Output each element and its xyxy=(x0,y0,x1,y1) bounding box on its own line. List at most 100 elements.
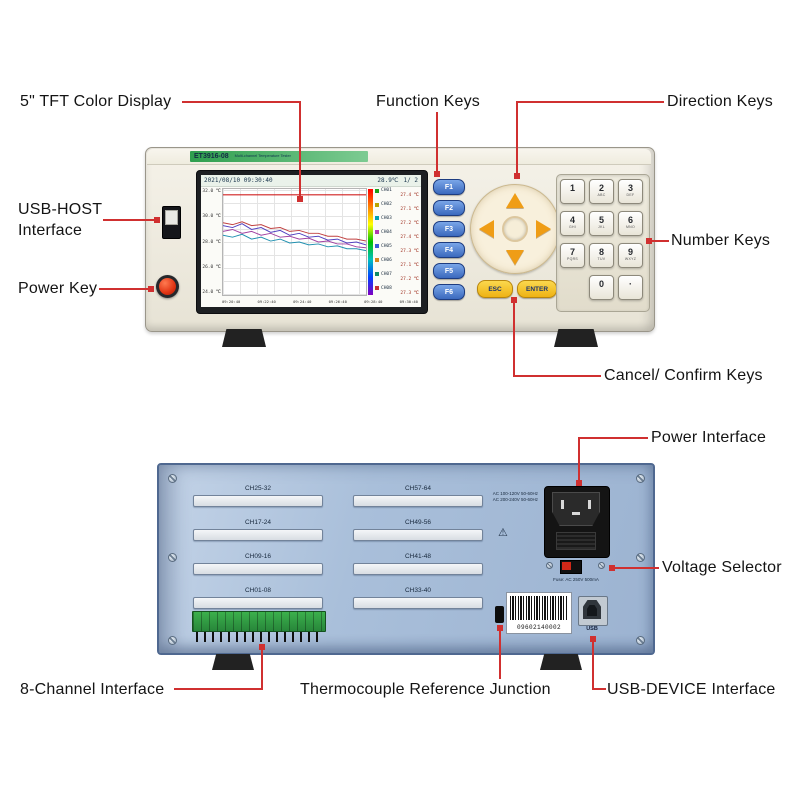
fuse-rating-text: Fuse: AC 250V 500mA xyxy=(553,577,599,582)
serial-number: 09602140002 xyxy=(516,624,561,631)
key-letters: MNO xyxy=(625,225,636,229)
plot-y-axis: 32.0 ℃ 30.0 ℃ 28.0 ℃ 26.0 ℃ 24.0 ℃ xyxy=(201,187,222,297)
key-letters: PQRS xyxy=(566,257,579,261)
slot-label: CH09-16 xyxy=(244,553,271,560)
connector-line xyxy=(513,375,601,377)
channel-readout: CH03 27.2 ℃ xyxy=(375,216,419,226)
key-digit: 4 xyxy=(569,215,575,225)
channel-name: CH07 xyxy=(381,271,392,277)
screw xyxy=(636,636,645,645)
connector-line xyxy=(578,437,580,482)
screw xyxy=(168,553,177,562)
connector-line xyxy=(516,101,518,174)
channel-color-swatch xyxy=(375,286,379,291)
arrow-up-key xyxy=(506,193,524,208)
channel-value: 27.2 ℃ xyxy=(400,221,419,227)
model-label-strip: ET3916-08 Multi-channel Temperature Test… xyxy=(190,151,368,162)
tft-display: 2021/08/10 09:30:40 28.9℃ 1/ 2 32.0 ℃ 30… xyxy=(201,175,421,307)
connector-line xyxy=(299,101,301,197)
connector-endpoint xyxy=(609,565,615,571)
key-letters: ABC xyxy=(597,193,606,197)
key-letters: TUV xyxy=(597,257,606,261)
temperature-trend-plot xyxy=(222,188,367,296)
channel-readout: CH07 27.2 ℃ xyxy=(375,272,419,282)
usb-b-connector-inner xyxy=(587,605,597,616)
label-power-interface: Power Interface xyxy=(651,429,767,446)
connector-endpoint xyxy=(297,196,303,202)
x-tick: 09:30:40 xyxy=(399,299,418,304)
connector-endpoint xyxy=(576,480,582,486)
x-tick: 09:28:40 xyxy=(364,299,383,304)
connector-endpoint xyxy=(259,644,265,650)
ac-pin xyxy=(572,512,580,515)
label-cancel-confirm: Cancel/ Confirm Keys xyxy=(604,367,763,384)
screw xyxy=(546,562,553,569)
key-digit: 9 xyxy=(627,247,633,257)
label-power-key: Power Key xyxy=(18,280,98,297)
back-foot-left xyxy=(212,654,254,670)
front-foot-left xyxy=(222,329,266,347)
connector-endpoint xyxy=(154,217,160,223)
channel-color-swatch xyxy=(375,258,379,263)
y-tick: 30.0 ℃ xyxy=(202,214,221,220)
screw xyxy=(168,474,177,483)
key-digit: 7 xyxy=(569,247,575,257)
connector-line xyxy=(182,101,301,103)
function-key-f4: F4 xyxy=(433,242,465,258)
ac-pin xyxy=(588,500,591,509)
direction-key-pad xyxy=(470,184,560,274)
function-key-f1: F1 xyxy=(433,179,465,195)
power-key-button xyxy=(159,278,176,295)
blank-slot-plate xyxy=(353,597,483,609)
connector-line xyxy=(261,650,263,690)
display-timestamp: 2021/08/10 09:30:40 xyxy=(204,177,273,184)
channel-value: 27.2 ℃ xyxy=(400,276,419,282)
blank-slot-plate xyxy=(353,529,483,541)
display-main-area: 32.0 ℃ 30.0 ℃ 28.0 ℃ 26.0 ℃ 24.0 ℃ xyxy=(201,187,421,297)
key-letters: DEF xyxy=(626,193,635,197)
connector-line xyxy=(99,288,151,290)
channel-readout: CH02 27.1 ℃ xyxy=(375,202,419,212)
label-voltage-selector: Voltage Selector xyxy=(662,559,782,576)
channel-name: CH08 xyxy=(381,285,392,291)
screw xyxy=(636,474,645,483)
channel-readout-list: CH01 27.4 ℃ CH02 27.1 ℃ CH03 27.2 ℃ CH04… xyxy=(374,187,421,297)
connector-endpoint xyxy=(497,625,503,631)
key-letters: JKL xyxy=(598,225,605,229)
dpad-center-ring xyxy=(502,216,528,242)
channel-value: 27.3 ℃ xyxy=(400,290,419,296)
rating-line-2: AC 200-240V 50-60Hz xyxy=(492,497,538,503)
y-tick: 24.0 ℃ xyxy=(202,290,221,295)
slot-label: CH33-40 xyxy=(404,587,431,594)
arrow-right-key xyxy=(536,220,551,238)
x-tick: 09:22:40 xyxy=(257,299,276,304)
channel-name: CH02 xyxy=(381,201,392,207)
key-digit: 1 xyxy=(569,183,575,193)
front-foot-right xyxy=(554,329,598,347)
connector-endpoint xyxy=(590,636,596,642)
channel-value: 27.1 ℃ xyxy=(400,262,419,268)
channel-color-swatch xyxy=(375,216,379,221)
function-key-f5: F5 xyxy=(433,263,465,279)
key-digit: 8 xyxy=(598,247,604,257)
connector-line xyxy=(516,101,664,103)
blank-slot-plate xyxy=(193,529,323,541)
label-usb-host: USB-HOST Interface xyxy=(18,201,102,239)
thermocouple-wires xyxy=(196,632,322,642)
ac-pin xyxy=(561,500,564,509)
connector-line xyxy=(103,219,157,221)
keypad-key-1: 1 xyxy=(560,179,585,204)
channel-color-swatch xyxy=(375,244,379,249)
key-letters: WXYZ xyxy=(624,257,637,261)
slot-label: CH57-64 xyxy=(404,485,431,492)
thermocouple-reference-junction xyxy=(495,606,504,623)
blank-slot-plate xyxy=(193,597,323,609)
key-digit: · xyxy=(629,279,632,289)
slot-label: CH25-32 xyxy=(244,485,271,492)
